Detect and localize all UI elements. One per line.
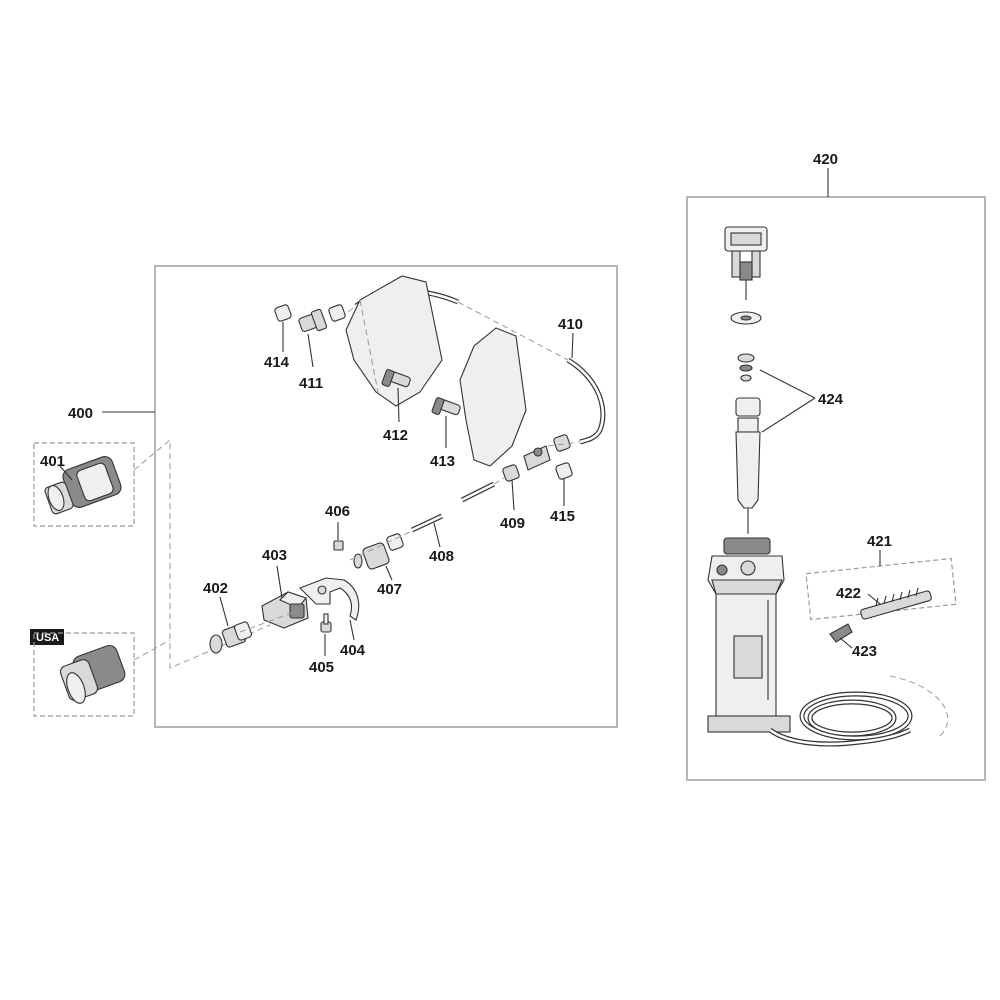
pump-cylinder <box>735 397 761 534</box>
screw-412 <box>381 369 411 388</box>
callout-411: 411 <box>299 375 323 392</box>
callout-421: 421 <box>867 533 892 550</box>
group-420-frame <box>686 196 986 781</box>
mounting-clip-404 <box>299 577 360 621</box>
fitting-411 <box>298 304 346 333</box>
retaining-clip-406 <box>333 540 344 551</box>
screw-405 <box>320 613 332 633</box>
quick-coupling-401 <box>44 456 122 515</box>
group-420: 420 424 <box>686 151 986 781</box>
cap-414 <box>274 304 292 322</box>
valve-body-403 <box>261 591 309 629</box>
callout-415: 415 <box>550 508 575 525</box>
nut-415 <box>553 434 573 480</box>
pump-handle <box>724 226 768 300</box>
callout-403: 403 <box>262 547 287 564</box>
callout-424: 424 <box>818 391 844 408</box>
box-usa-coupling <box>33 632 135 717</box>
callout-423: 423 <box>852 643 877 660</box>
callout-413: 413 <box>430 453 455 470</box>
callout-401: 401 <box>40 453 65 470</box>
callout-409: 409 <box>500 515 525 532</box>
fitting-402 <box>209 621 253 654</box>
usa-badge-label: USA <box>36 632 59 644</box>
water-tank <box>707 537 791 733</box>
group-400-frame <box>154 265 618 728</box>
housing-shell-left <box>345 275 443 407</box>
callout-406: 406 <box>325 503 350 520</box>
seal-set-424 <box>730 311 762 382</box>
screw-413 <box>431 397 461 416</box>
box-401 <box>33 442 135 527</box>
tube-408 <box>410 481 496 533</box>
callout-407: 407 <box>377 581 402 598</box>
callout-414: 414 <box>264 354 290 371</box>
callout-404: 404 <box>340 642 366 659</box>
hose-coil <box>768 675 949 747</box>
callout-420: 420 <box>813 151 838 168</box>
group-400: 400 401 USA 402 <box>30 265 618 728</box>
callout-410: 410 <box>558 316 583 333</box>
callout-422: 422 <box>836 585 861 602</box>
connector-407 <box>353 533 404 570</box>
nozzle-423 <box>829 623 853 643</box>
usa-quick-coupling <box>59 644 126 704</box>
callout-400: 400 <box>68 405 93 422</box>
valve-409 <box>502 445 551 482</box>
callout-402: 402 <box>203 580 228 597</box>
callout-405: 405 <box>309 659 334 676</box>
callout-412: 412 <box>383 427 408 444</box>
spray-lance-422 <box>860 587 932 620</box>
callout-408: 408 <box>429 548 454 565</box>
housing-shell-right <box>459 327 527 467</box>
